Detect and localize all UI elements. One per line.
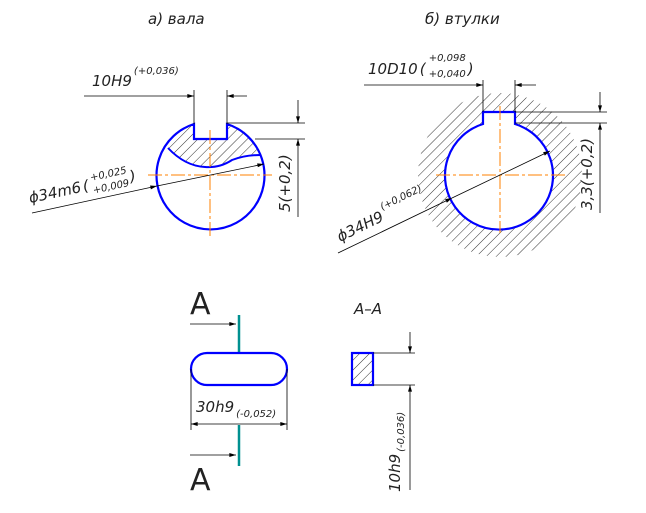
key-section-outline xyxy=(350,351,375,387)
key-outline xyxy=(167,147,261,169)
shaft-diameter-paren-close: ) xyxy=(127,167,137,186)
section-mark-bottom: A xyxy=(190,463,211,498)
bushing-keyway-paren-close: ) xyxy=(467,60,474,78)
shaft-diameter: ϕ34m6 xyxy=(27,178,83,207)
key-hatch xyxy=(168,124,260,168)
bushing-diameter: ϕ34H9 xyxy=(334,208,387,246)
bushing-keyway-tol-upper: +0,098 xyxy=(429,53,466,64)
shaft-diameter-paren-open: ( xyxy=(81,176,92,195)
key-view: A A 30h9 (-0,052) A–A 10h9 (-0,036) xyxy=(189,287,415,498)
shaft-keyway-width: 10H9 xyxy=(92,72,132,90)
bushing-depth: 3,3(+0,2) xyxy=(578,138,596,210)
title-bushing: б) втулки xyxy=(425,10,500,28)
bushing-keyway-tol-lower: +0,040 xyxy=(429,69,466,80)
bushing-keyway-width: 10D10 xyxy=(368,60,418,78)
section-mark-top: A xyxy=(190,287,211,322)
shaft-depth: 5(+0,2) xyxy=(276,154,294,212)
bushing-bore-outline xyxy=(443,110,555,231)
title-shaft: а) вала xyxy=(148,10,205,28)
bushing-section: 10D10 ( +0,098 +0,040 ) 3,3(+0,2) ϕ34H9 … xyxy=(334,53,607,257)
shaft-keyway-tol: (+0,036) xyxy=(134,66,179,77)
shaft-outline xyxy=(155,122,266,231)
key-height-tol: (-0,036) xyxy=(396,412,407,452)
shaft-section: 10H9 (+0,036) 5(+0,2) ϕ34m6 ( +0,025 +0,… xyxy=(27,66,305,237)
key-length-tol: (-0,052) xyxy=(236,409,276,420)
bushing-diameter-tol: (+0,062) xyxy=(379,183,424,213)
key-length: 30h9 xyxy=(196,398,234,416)
key-top-outline xyxy=(189,351,289,387)
key-height: 10h9 xyxy=(386,454,404,492)
bushing-keyway-paren-open: ( xyxy=(420,60,427,78)
section-label: A–A xyxy=(353,300,382,318)
